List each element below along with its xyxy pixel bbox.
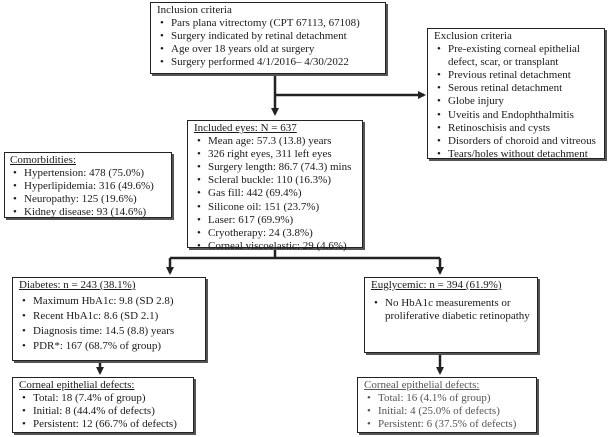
diabetes-list: Maximum HbA1c: 9.8 (SD 2.8) Recent HbA1c…	[19, 295, 199, 353]
exclusion-item: Globe injury	[434, 95, 598, 108]
inclusion-criteria-title: Inclusion criteria	[157, 4, 232, 16]
exclusion-criteria-list: Pre-existing corneal epithelial defect, …	[434, 43, 598, 161]
inclusion-criteria-box: Inclusion criteria Pars plana vitrectomy…	[150, 2, 386, 74]
inclusion-criteria-list: Pars plana vitrectomy (CPT 67113, 67108)…	[157, 17, 379, 69]
diabetes-title: Diabetes: n = 243 (38.1%)	[19, 279, 136, 291]
euglycemic-defects-box: Corneal epithelial defects: Total: 16 (4…	[357, 377, 537, 433]
exclusion-criteria-title: Exclusion criteria	[434, 30, 512, 42]
included-item: Corneal viscoelastic: 29 (4.6%)	[194, 240, 356, 253]
euglycemic-defect-item: Persistent: 6 (37.5% of defects)	[364, 418, 530, 431]
comorbidities-box: Comorbidities: Hypertension: 478 (75.0%)…	[4, 152, 172, 220]
included-item: 326 right eyes, 311 left eyes	[194, 148, 356, 161]
included-eyes-box: Included eyes: N = 637 Mean age: 57.3 (1…	[187, 120, 363, 253]
euglycemic-defect-item: Total: 16 (4.1% of group)	[364, 392, 530, 405]
comorbidities-title: Comorbidities:	[10, 154, 76, 166]
euglycemic-title: Euglycemic: n = 394 (61.9%)	[371, 279, 502, 291]
exclusion-criteria-box: Exclusion criteria Pre-existing corneal …	[427, 28, 605, 161]
exclusion-item: Tears/holes without detachment	[434, 148, 598, 161]
euglycemic-defects-title: Corneal epithelial defects:	[364, 379, 480, 391]
diabetes-defect-item: Total: 18 (7.4% of group)	[19, 392, 187, 405]
diabetes-item: Maximum HbA1c: 9.8 (SD 2.8)	[19, 295, 199, 308]
euglycemic-box: Euglycemic: n = 394 (61.9%) No HbA1c mea…	[364, 277, 538, 353]
included-item: Scleral buckle: 110 (16.3%)	[194, 174, 356, 187]
included-item: Silicone oil: 151 (23.7%)	[194, 201, 356, 214]
included-item: Laser: 617 (69.9%)	[194, 214, 356, 227]
diabetes-defect-item: Initial: 8 (44.4% of defects)	[19, 405, 187, 418]
diabetes-defects-list: Total: 18 (7.4% of group) Initial: 8 (44…	[19, 392, 187, 431]
exclusion-item: Uveitis and Endophthalmitis	[434, 109, 598, 122]
exclusion-item: Disorders of choroid and vitreous	[434, 135, 598, 148]
comorbidity-item: Kidney disease: 93 (14.6%)	[10, 206, 166, 219]
exclusion-item: Serous retinal detachment	[434, 82, 598, 95]
inclusion-item: Surgery performed 4/1/2016– 4/30/2022	[157, 56, 379, 69]
diabetes-item: Recent HbA1c: 8.6 (SD 2.1)	[19, 310, 199, 323]
inclusion-item: Age over 18 years old at surgery	[157, 43, 379, 56]
included-item: Surgery length: 86.7 (74.3) mins	[194, 161, 356, 174]
inclusion-item: Surgery indicated by retinal detachment	[157, 30, 379, 43]
diabetes-defects-box: Corneal epithelial defects: Total: 18 (7…	[12, 377, 194, 433]
included-eyes-title: Included eyes: N = 637	[194, 122, 297, 134]
euglycemic-defect-item: Initial: 4 (25.0% of defects)	[364, 405, 530, 418]
exclusion-item: Pre-existing corneal epithelial defect, …	[434, 43, 598, 69]
comorbidity-item: Hyperlipidemia: 316 (49.6%)	[10, 180, 166, 193]
included-item: Cryotherapy: 24 (3.8%)	[194, 227, 356, 240]
inclusion-item: Pars plana vitrectomy (CPT 67113, 67108)	[157, 17, 379, 30]
included-eyes-list: Mean age: 57.3 (13.8) years 326 right ey…	[194, 135, 356, 253]
diabetes-item: Diagnosis time: 14.5 (8.8) years	[19, 325, 199, 338]
included-item: Gas fill: 442 (69.4%)	[194, 187, 356, 200]
euglycemic-list: No HbA1c measurements or proliferative d…	[371, 297, 531, 323]
exclusion-item: Previous retinal detachment	[434, 69, 598, 82]
diabetes-item: PDR*: 167 (68.7% of group)	[19, 340, 199, 353]
comorbidity-item: Hypertension: 478 (75.0%)	[10, 167, 166, 180]
comorbidity-item: Neuropathy: 125 (19.6%)	[10, 193, 166, 206]
exclusion-item: Retinoschisis and cysts	[434, 122, 598, 135]
comorbidities-list: Hypertension: 478 (75.0%) Hyperlipidemia…	[10, 167, 166, 219]
euglycemic-item: No HbA1c measurements or proliferative d…	[371, 297, 531, 323]
included-item: Mean age: 57.3 (13.8) years	[194, 135, 356, 148]
euglycemic-defects-list: Total: 16 (4.1% of group) Initial: 4 (25…	[364, 392, 530, 431]
diabetes-defects-title: Corneal epithelial defects:	[19, 379, 135, 391]
diabetes-box: Diabetes: n = 243 (38.1%) Maximum HbA1c:…	[12, 277, 206, 361]
diabetes-defect-item: Persistent: 12 (66.7% of defects)	[19, 418, 187, 431]
